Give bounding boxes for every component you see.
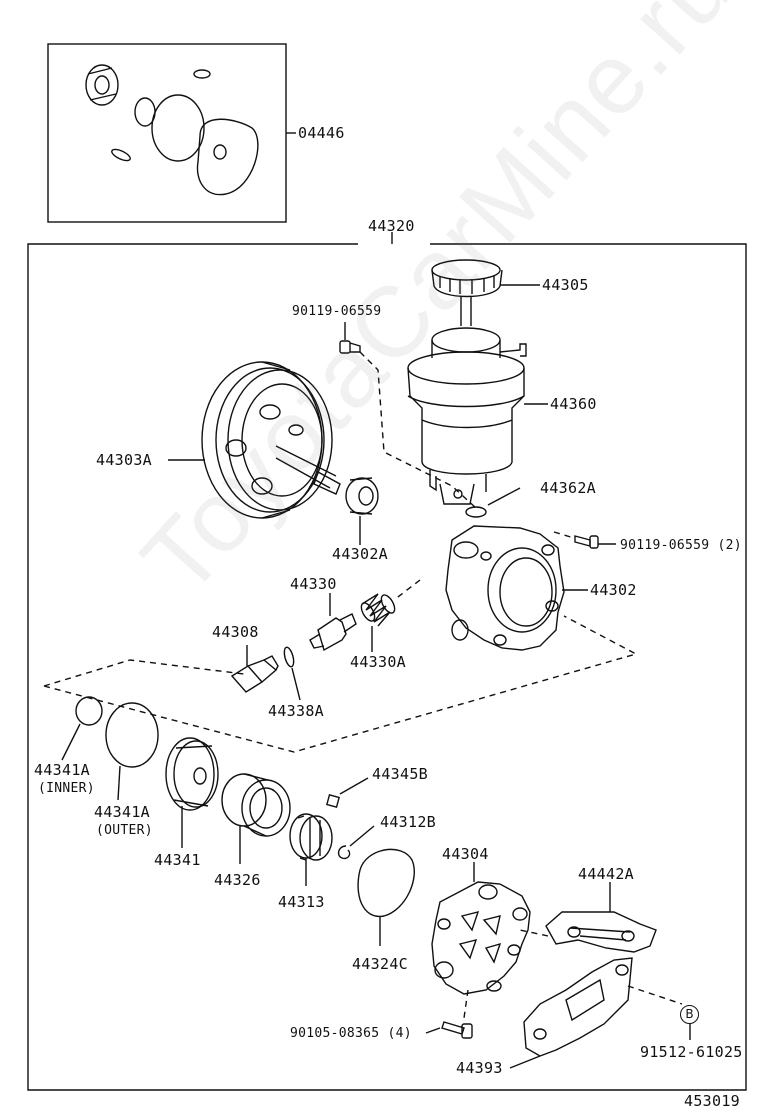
- label-assembly: 44320: [368, 217, 415, 235]
- o-ring-44362a: [465, 506, 487, 518]
- label-90105: 90105-08365 (4): [290, 1026, 412, 1041]
- bracket-44393: [523, 957, 633, 1057]
- bolt-right: [574, 535, 599, 549]
- label-44303a: 44303A: [96, 451, 152, 469]
- label-44302: 44302: [590, 581, 637, 599]
- label-44308: 44308: [212, 623, 259, 641]
- o-ring-44338a: [283, 646, 295, 668]
- label-90119-upper: 90119-06559: [292, 304, 382, 319]
- cam-ring: [221, 773, 291, 837]
- label-44360: 44360: [550, 395, 597, 413]
- o-ring-inner: [75, 696, 103, 726]
- label-44304: 44304: [442, 845, 489, 863]
- kit-box: [47, 43, 287, 223]
- gasket: [357, 848, 415, 917]
- snap-ring: [337, 845, 351, 860]
- label-44393: 44393: [456, 1059, 503, 1077]
- label-44312b: 44312B: [380, 813, 436, 831]
- label-44330: 44330: [290, 575, 337, 593]
- o-ring-outer: [105, 702, 159, 768]
- reservoir-cap: [431, 259, 503, 326]
- dashed-leaders: [43, 351, 683, 1019]
- label-44442a: 44442A: [578, 865, 634, 883]
- label-91512: 91512-61025: [640, 1043, 743, 1061]
- label-90119-right: 90119-06559 (2): [620, 538, 742, 553]
- label-kit: 04446: [298, 124, 345, 142]
- union-fitting: [230, 655, 279, 693]
- label-44313: 44313: [278, 893, 325, 911]
- bearing: [345, 477, 379, 515]
- bolt-rear-cover: [441, 1021, 473, 1039]
- note-outer: (OUTER): [96, 823, 153, 838]
- label-44330a: 44330A: [350, 653, 406, 671]
- label-44341a-inner: 44341A: [34, 761, 90, 779]
- kit-parts: [85, 64, 259, 196]
- rear-cover: [431, 881, 531, 995]
- label-44341a-outer: 44341A: [94, 803, 150, 821]
- assembly-box: [27, 243, 747, 1091]
- label-44362a: 44362A: [540, 479, 596, 497]
- label-44302a: 44302A: [332, 545, 388, 563]
- reservoir: [407, 327, 527, 505]
- bolt-upper: [339, 340, 361, 354]
- label-44326: 44326: [214, 871, 261, 889]
- label-44345b: 44345B: [372, 765, 428, 783]
- side-plate: [165, 737, 219, 811]
- pulley: [201, 361, 341, 519]
- pump-housing: [445, 525, 565, 651]
- figure-number: 453019: [684, 1092, 740, 1110]
- spring: [360, 593, 396, 627]
- rotor: [289, 813, 333, 861]
- callout-b-bubble: B: [680, 1005, 699, 1024]
- bracket-44442a: [545, 911, 657, 953]
- label-44341: 44341: [154, 851, 201, 869]
- label-44305: 44305: [542, 276, 589, 294]
- flow-control-valve: [309, 613, 357, 652]
- label-44324c: 44324C: [352, 955, 408, 973]
- note-inner: (INNER): [38, 781, 95, 796]
- label-44338a: 44338A: [268, 702, 324, 720]
- vane: [326, 794, 340, 808]
